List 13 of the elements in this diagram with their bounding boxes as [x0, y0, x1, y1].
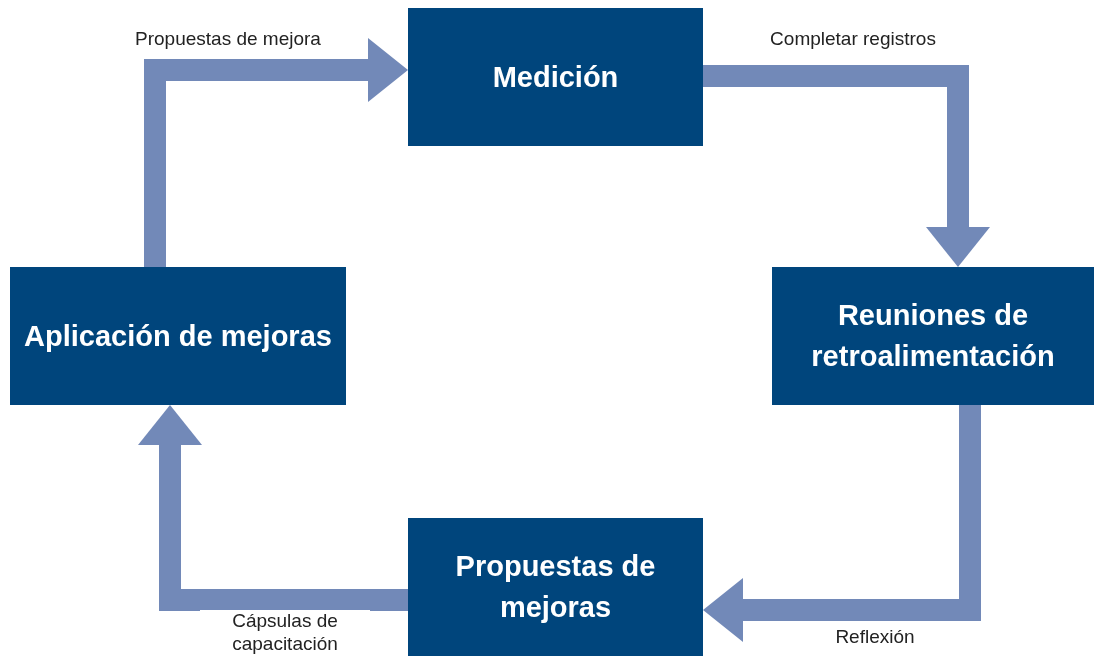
node-label: Aplicación de mejoras [24, 318, 332, 354]
node-label: Reuniones de retroalimentación [810, 298, 1056, 374]
arrow [703, 405, 981, 642]
process-box [408, 518, 703, 656]
node-label: Propuestas de mejoras [454, 549, 657, 625]
process-box [10, 267, 346, 405]
arrow [144, 38, 408, 267]
process-box [772, 267, 1094, 405]
edge-label: Cápsulas de capacitación [200, 610, 370, 656]
arrow [138, 405, 408, 611]
arrow [703, 65, 990, 267]
node-label: Medición [492, 59, 619, 95]
process-box [408, 8, 703, 146]
